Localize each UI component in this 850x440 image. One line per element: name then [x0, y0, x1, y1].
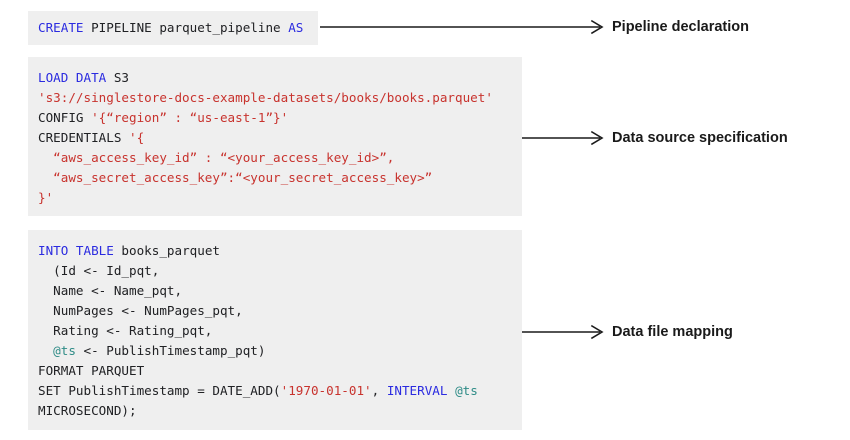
code-token: FORMAT PARQUET [38, 363, 145, 378]
code-token: CREDENTIALS [38, 130, 129, 145]
code-token: S3 [106, 70, 129, 85]
code-line: NumPages <- NumPages_pqt, [38, 301, 522, 321]
code-token: INTO TABLE [38, 243, 114, 258]
arrow-to-data-file-mapping [522, 324, 606, 340]
code-token: 's3://singlestore-docs-example-datasets/… [38, 90, 493, 105]
code-token: }' [38, 190, 54, 205]
code-token: <- PublishTimestamp_pqt) [75, 343, 266, 358]
code-line: FORMAT PARQUET [38, 361, 522, 381]
code-token: Name <- Name_pqt, [38, 283, 183, 298]
code-line: SET PublishTimestamp = DATE_ADD('1970-01… [38, 381, 522, 401]
pipeline-declaration-code-block: CREATE PIPELINE parquet_pipeline AS [28, 11, 318, 45]
arrow-to-pipeline-declaration [320, 19, 606, 35]
code-token: “aws_secret_access_key”:“<your_secret_ac… [38, 170, 433, 185]
code-token: MICROSECOND); [38, 403, 137, 418]
code-line: Name <- Name_pqt, [38, 281, 522, 301]
code-line: (Id <- Id_pqt, [38, 261, 522, 281]
pipeline-declaration-code-text: CREATE PIPELINE parquet_pipeline AS [28, 11, 318, 38]
arrow-to-data-source-specification [522, 130, 606, 146]
label-data-file-mapping: Data file mapping [612, 324, 733, 340]
code-token: INTERVAL [386, 383, 448, 398]
code-token: PIPELINE parquet_pipeline [83, 20, 289, 35]
code-token: @ts [53, 343, 76, 358]
code-token: NumPages <- NumPages_pqt, [38, 303, 243, 318]
code-token: “aws_access_key_id” : “<your_access_key_… [38, 150, 395, 165]
code-token: AS [288, 20, 304, 35]
code-token: CONFIG [38, 110, 92, 125]
data-source-code-block: LOAD DATA S3 's3://singlestore-docs-examp… [28, 57, 522, 216]
code-line: CREDENTIALS '{ [38, 128, 522, 148]
code-token: , [371, 383, 387, 398]
code-line: @ts <- PublishTimestamp_pqt) [38, 341, 522, 361]
label-data-source-specification: Data source specification [612, 130, 788, 146]
code-token: '{ [129, 130, 145, 145]
code-line: LOAD DATA S3 [38, 68, 522, 88]
code-line: 's3://singlestore-docs-example-datasets/… [38, 88, 522, 108]
code-token: CREATE [38, 20, 84, 35]
code-token: '1970-01-01' [280, 383, 372, 398]
code-token [38, 343, 53, 358]
code-line: }' [38, 188, 522, 208]
code-token [447, 383, 455, 398]
code-line: MICROSECOND); [38, 401, 522, 421]
code-token: (Id <- Id_pqt, [38, 263, 160, 278]
code-token: SET PublishTimestamp = DATE_ADD( [38, 383, 281, 398]
code-line: Rating <- Rating_pqt, [38, 321, 522, 341]
code-line: CONFIG '{“region” : “us-east-1”}' [38, 108, 522, 128]
data-file-mapping-code-block: INTO TABLE books_parquet (Id <- Id_pqt, … [28, 230, 522, 430]
code-line: INTO TABLE books_parquet [38, 241, 522, 261]
code-token: @ts [455, 383, 478, 398]
code-token: LOAD DATA [38, 70, 107, 85]
label-pipeline-declaration: Pipeline declaration [612, 19, 749, 35]
code-token: '{“region” : “us-east-1”}' [91, 110, 289, 125]
data-file-mapping-code-text: INTO TABLE books_parquet (Id <- Id_pqt, … [28, 230, 522, 421]
data-source-code-text: LOAD DATA S3 's3://singlestore-docs-examp… [28, 57, 522, 208]
code-line: “aws_secret_access_key”:“<your_secret_ac… [38, 168, 522, 188]
code-line: CREATE PIPELINE parquet_pipeline AS [38, 18, 318, 38]
code-token: Rating <- Rating_pqt, [38, 323, 213, 338]
code-token: books_parquet [113, 243, 220, 258]
code-line: “aws_access_key_id” : “<your_access_key_… [38, 148, 522, 168]
